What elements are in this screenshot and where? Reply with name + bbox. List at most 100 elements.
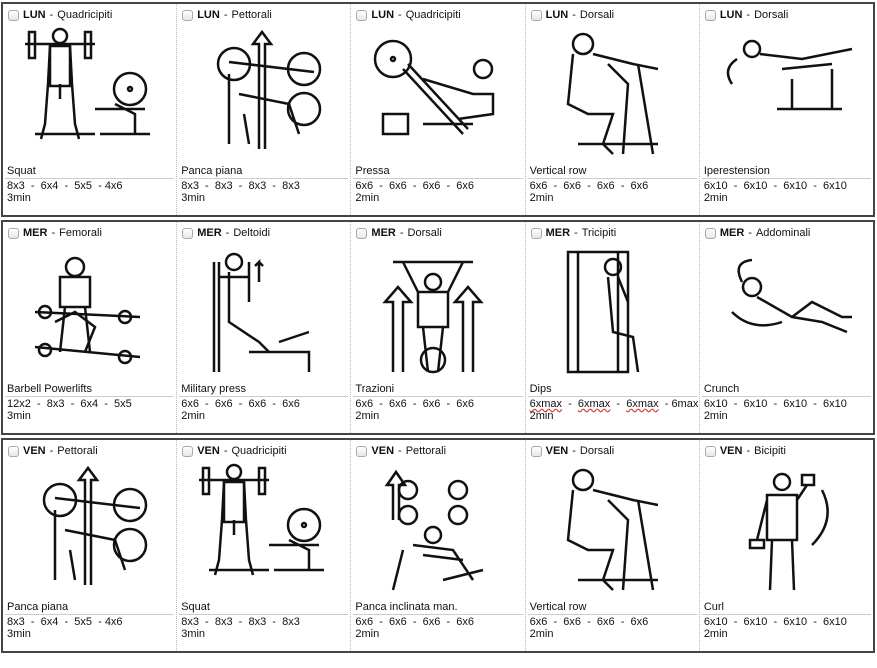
- exercise-card: LUN - Quadricipiti Pressa 6x6 - 6x6 - 6x…: [351, 4, 526, 215]
- muscle-group: Bicipiti: [754, 445, 786, 457]
- done-checkbox[interactable]: [8, 445, 19, 457]
- done-checkbox[interactable]: [704, 445, 716, 457]
- card-header: LUN - Pettorali: [182, 9, 272, 21]
- sets-reps: 6x6 - 6x6 - 6x6 - 6x6 2min: [355, 616, 474, 640]
- sets-reps: 6x6 - 6x6 - 6x6 - 6x6 2min: [355, 180, 474, 204]
- card-header: MER - Femorali: [8, 227, 102, 239]
- sets-reps: 6x10 - 6x10 - 6x10 - 6x10 2min: [704, 616, 847, 640]
- done-checkbox[interactable]: [182, 445, 194, 457]
- card-header: MER - Addominali: [704, 227, 810, 239]
- day-label: LUN: [197, 9, 220, 21]
- exercise-name: Crunch: [703, 383, 740, 395]
- muscle-group: Quadricipiti: [405, 9, 461, 21]
- done-checkbox[interactable]: [530, 445, 542, 457]
- rest-time: 2min: [529, 192, 554, 204]
- done-checkbox[interactable]: [530, 227, 542, 239]
- rest-time: 2min: [703, 410, 728, 422]
- day-label: MER: [371, 227, 396, 239]
- muscle-group: Dorsali: [579, 445, 615, 457]
- sets-scheme: 8x3 - 6x4 - 5x5 - 4x6: [7, 616, 123, 628]
- card-header: LUN - Dorsali: [704, 9, 789, 21]
- separator: -: [51, 227, 56, 239]
- separator: -: [398, 445, 402, 457]
- card-header: LUN - Quadricipiti: [356, 9, 461, 21]
- rest-time: 3min: [181, 628, 206, 640]
- sets-reps: 8x3 - 6x4 - 5x5 - 4x6 3min: [7, 180, 123, 204]
- sets-reps: 6x6 - 6x6 - 6x6 - 6x6 2min: [530, 616, 649, 640]
- divider: [527, 178, 697, 179]
- separator: -: [574, 227, 578, 239]
- done-checkbox[interactable]: [356, 445, 368, 457]
- exercise-name: Curl: [703, 601, 724, 613]
- hyper-exercise-illustration: [726, 39, 853, 111]
- done-checkbox[interactable]: [530, 9, 542, 21]
- legpress-exercise-illustration: [374, 39, 495, 136]
- sets-reps: 8x3 - 8x3 - 8x3 - 8x3 3min: [181, 616, 300, 640]
- divider: [701, 178, 872, 179]
- day-label: LUN: [545, 9, 569, 21]
- workout-grid: LUN - Quadricipiti Squat 8x3 - 6x4 - 5x5…: [1, 2, 875, 656]
- muscle-group: Quadricipiti: [57, 9, 113, 21]
- exercise-card: MER - Dorsali Trazioni 6x6 - 6x6 - 6x6 -…: [351, 222, 526, 433]
- day-label: MER: [719, 227, 745, 239]
- sets-reps: 6x6 - 6x6 - 6x6 - 6x6 2min: [530, 180, 649, 204]
- divider: [527, 396, 697, 397]
- done-checkbox[interactable]: [356, 9, 368, 21]
- rest-time: 2min: [703, 628, 728, 640]
- sets-reps: 6x6 - 6x6 - 6x6 - 6x6 2min: [181, 398, 300, 422]
- done-checkbox[interactable]: [704, 9, 716, 21]
- pullup-exercise-illustration: [382, 260, 485, 374]
- muscle-group: Dorsali: [407, 227, 442, 239]
- incline-exercise-illustration: [385, 469, 484, 591]
- misspelled-word: 6xmax: [529, 398, 563, 410]
- day-row-lun: LUN - Quadricipiti Squat 8x3 - 6x4 - 5x5…: [1, 2, 875, 217]
- sets-scheme: 8x3 - 6x4 - 5x5 - 4x6: [7, 180, 123, 192]
- muscle-group: Dorsali: [754, 9, 789, 21]
- exercise-name: Squat: [7, 165, 36, 177]
- card-header: MER - Tricipiti: [530, 227, 617, 239]
- sets-reps: 6x10 - 6x10 - 6x10 - 6x10 2min: [704, 180, 847, 204]
- day-label: VEN: [197, 445, 220, 457]
- day-label: VEN: [719, 445, 743, 457]
- muscle-group: Dorsali: [579, 9, 615, 21]
- card-header: VEN - Dorsali: [530, 445, 615, 457]
- separator: -: [746, 445, 751, 457]
- rest-time: 2min: [529, 628, 554, 640]
- rest-time: 2min: [355, 192, 380, 204]
- done-checkbox[interactable]: [356, 227, 368, 239]
- rest-time: 2min: [529, 410, 554, 422]
- done-checkbox[interactable]: [182, 9, 194, 21]
- card-header: MER - Deltoidi: [182, 227, 270, 239]
- day-label: LUN: [719, 9, 743, 21]
- card-header: MER - Dorsali: [356, 227, 442, 239]
- exercise-name: Panca piana: [181, 165, 243, 177]
- separator: -: [572, 9, 576, 21]
- exercise-card: VEN - Dorsali Vertical row 6x6 - 6x6 - 6…: [526, 440, 700, 651]
- rest-time: 2min: [355, 628, 380, 640]
- squat-exercise-illustration: [25, 27, 150, 140]
- day-label: MER: [545, 227, 571, 239]
- divider: [5, 396, 175, 397]
- sets-scheme: 6x10 - 6x10 - 6x10 - 6x10: [703, 180, 847, 192]
- divider: [353, 614, 523, 615]
- row-exercise-illustration: [566, 32, 658, 155]
- muscle-group: Quadricipiti: [231, 445, 287, 457]
- exercise-name: Vertical row: [529, 601, 587, 613]
- sets-scheme: 8x3 - 8x3 - 8x3 - 8x3: [181, 616, 300, 628]
- exercise-card: LUN - Quadricipiti Squat 8x3 - 6x4 - 5x5…: [3, 4, 178, 215]
- press-exercise-illustration: [212, 252, 311, 372]
- exercise-name: Dips: [529, 383, 552, 395]
- done-checkbox[interactable]: [8, 227, 19, 239]
- exercise-card: VEN - Pettorali Panca piana 8x3 - 6x4 - …: [3, 440, 178, 651]
- done-checkbox[interactable]: [8, 9, 19, 21]
- done-checkbox[interactable]: [704, 227, 716, 239]
- divider: [701, 614, 872, 615]
- muscle-group: Tricipiti: [581, 227, 617, 239]
- separator: -: [49, 9, 54, 21]
- divider: [5, 614, 175, 615]
- muscle-group: Deltoidi: [233, 227, 271, 239]
- sets-scheme: 6x6 - 6x6 - 6x6 - 6x6: [529, 616, 649, 628]
- done-checkbox[interactable]: [182, 227, 194, 239]
- sets-reps: 6x6 - 6x6 - 6x6 - 6x6 2min: [355, 398, 474, 422]
- exercise-name: Iperestension: [703, 165, 770, 177]
